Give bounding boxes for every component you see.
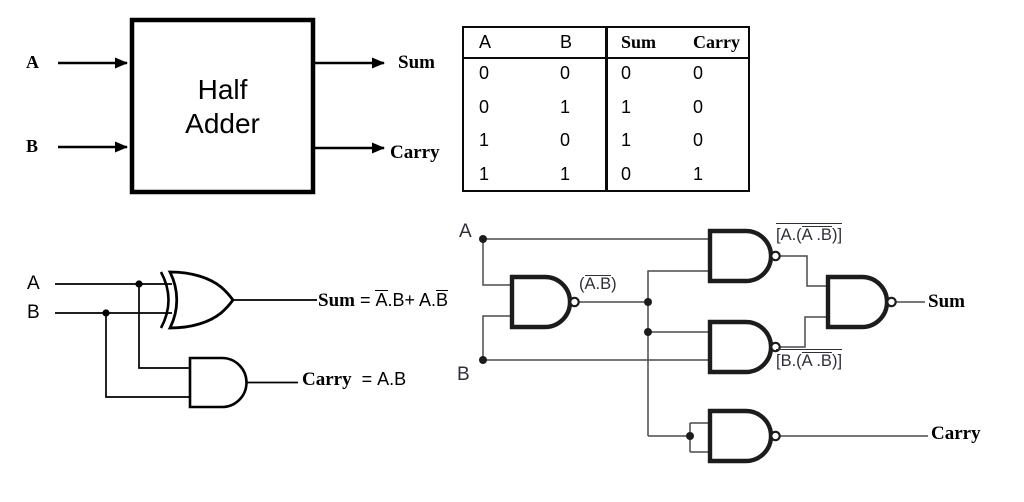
carry-word: Carry (302, 369, 352, 390)
title-line2: Adder (185, 108, 260, 139)
outer-complement: [B.(A .B)] (776, 349, 843, 370)
nand-gates (509, 228, 890, 464)
tt-cell: 0 (693, 63, 704, 84)
wire-b (482, 315, 710, 361)
bracket-open: [A.( (776, 226, 802, 244)
truth-table: A B Sum Carry 0 0 0 0 0 1 1 0 1 0 1 0 1 … (462, 26, 750, 192)
tt-cell: 0 (621, 63, 632, 84)
nand-bubbles (569, 250, 897, 442)
block-sum-label: Sum (398, 52, 435, 73)
wire-nand3-out (776, 316, 828, 348)
tt-cell: 0 (621, 163, 632, 184)
half-adder-title: Half Adder (132, 73, 313, 141)
tt-cell: 1 (621, 96, 632, 117)
nand1-output-label: (A.B) (579, 275, 617, 293)
tt-cell: 0 (693, 96, 704, 117)
sum-middle-term: .B+ A. (387, 290, 437, 310)
input-wires (55, 283, 172, 314)
tt-cell: 1 (479, 130, 490, 151)
tt-header-b: B (560, 32, 573, 52)
xor-and-circuit (55, 270, 317, 409)
bracket-open: [B.( (776, 352, 802, 370)
inverter-bubble (770, 250, 781, 262)
tt-header-a: A (479, 32, 492, 52)
nand-input-b-label: B (457, 364, 470, 385)
wire-carry-tied-inputs (648, 422, 710, 453)
xor-input-arc (159, 271, 170, 329)
inverter-bubble (770, 430, 781, 442)
truth-table-grid: A B Sum Carry 0 0 0 0 0 1 1 0 1 0 1 0 1 … (464, 28, 748, 190)
tt-cell: 1 (560, 96, 571, 117)
junction-dot (686, 432, 694, 440)
nand3-output-label: [B.(A .B)] (776, 349, 843, 370)
nand-wires (482, 238, 928, 453)
wire-vertical-bus (647, 270, 710, 436)
inner-complement: A .B (801, 226, 832, 244)
junction-dot (135, 280, 143, 288)
bracket-close: )] (831, 226, 843, 244)
tt-cell: 1 (560, 163, 571, 184)
table-header-divider (464, 57, 748, 59)
outer-complement: [A.(A .B)] (776, 223, 843, 244)
paren-open: ( (579, 275, 585, 293)
tt-header-sum: Sum (621, 32, 657, 52)
tt-cell: 0 (479, 63, 490, 84)
half-adder-box (129, 17, 316, 195)
branch-wires (105, 284, 190, 398)
sum-equation: Sum = A.B+ A.B (318, 290, 449, 312)
a-nand-b-term: A.B (584, 275, 612, 293)
sum-word: Sum (318, 290, 355, 311)
inner-complement: A .B (801, 352, 832, 370)
tt-cell: 0 (560, 63, 571, 84)
inverter-bubble (886, 296, 897, 308)
nand-input-a-label: A (459, 221, 472, 242)
tt-cell: 0 (693, 130, 704, 151)
nand3-gate (707, 319, 774, 375)
junction-dot (479, 235, 487, 243)
inverter-bubble (569, 296, 580, 308)
paren-close: ) (611, 275, 617, 293)
nand4-gate (825, 274, 890, 330)
wire-nand2-out (776, 255, 828, 287)
gate-input-b-label: B (27, 302, 40, 323)
tt-cell: 1 (693, 163, 704, 184)
nand-junction-dots (479, 235, 694, 440)
title-line1: Half (197, 74, 248, 105)
tt-cell: 0 (560, 130, 571, 151)
nand-sum-label: Sum (928, 291, 965, 312)
gate-input-a-label: A (27, 273, 40, 294)
tt-cell: 1 (621, 130, 632, 151)
junction-dot (102, 309, 110, 317)
table-vertical-divider (605, 28, 608, 190)
and-gate (188, 356, 248, 409)
block-input-a-label: A (26, 52, 39, 72)
bracket-close: )] (831, 352, 843, 370)
b-complement-term: B (436, 290, 449, 310)
nand1-gate (509, 274, 573, 330)
nand-circuit (479, 228, 928, 464)
block-input-b-label: B (26, 136, 39, 156)
junction-dot (479, 356, 487, 364)
wire-a (482, 238, 710, 286)
tt-cell: 1 (479, 163, 490, 184)
block-diagram (58, 17, 385, 195)
a-complement-term: A (375, 290, 388, 310)
nand-carry-label: Carry (931, 423, 981, 444)
tt-cell: 0 (479, 96, 490, 117)
nand2-output-label: [A.(A .B)] (776, 223, 843, 244)
carry-expression: = A.B (351, 369, 407, 389)
xor-gate (167, 270, 235, 330)
junction-dot (644, 328, 652, 336)
junction-dot (644, 298, 652, 306)
carry-equation: Carry = A.B (302, 369, 407, 391)
tt-header-carry: Carry (693, 32, 740, 52)
block-carry-label: Carry (390, 142, 440, 163)
nand5-gate (707, 408, 774, 464)
nand2-gate (707, 228, 774, 284)
equals-sign: = (354, 290, 376, 310)
